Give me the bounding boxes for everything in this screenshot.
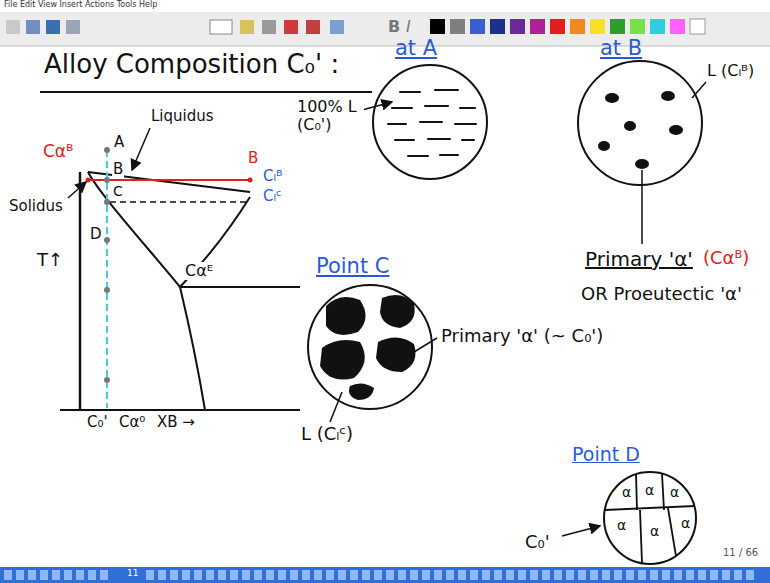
microstructure-circle: Point C: [300, 255, 440, 415]
circle-heading: at B: [600, 37, 642, 60]
page-tab: 11: [124, 569, 141, 579]
callout-text: L (Cₗᶜ): [300, 424, 354, 444]
composition-label: Cαᴮ: [42, 142, 74, 161]
callout-text: OR Proeutectic 'α': [580, 284, 743, 304]
circle-heading: Point D: [572, 444, 640, 465]
axis-label: XB →: [156, 414, 196, 431]
curve-label: Solidus: [8, 198, 64, 215]
composition-label: Cₗᶜ: [262, 188, 283, 205]
tie-line-label: B: [247, 150, 259, 167]
bold-button: B: [388, 18, 400, 36]
circle-outline: [572, 452, 707, 566]
point-label: D: [89, 226, 103, 243]
axis-label: T↑: [36, 250, 64, 270]
callout-text: (Cαᴮ): [702, 248, 750, 268]
page-number: 11 / 66: [722, 547, 759, 558]
circle-heading: at A: [395, 37, 437, 60]
slide-title: Alloy Composition C₀' :: [44, 50, 339, 79]
callout-text: Primary 'α': [584, 248, 694, 270]
grain-label: α: [616, 518, 627, 533]
composition-label: Cαᴱ: [184, 262, 214, 280]
curve-label: Liquidus: [150, 108, 215, 125]
microstructure-circle: at B: [570, 35, 710, 190]
grain-label: α: [621, 485, 632, 500]
grain-label: α: [680, 516, 691, 531]
italic-button: I: [406, 18, 411, 36]
composition-label: Cₗᴮ: [262, 168, 283, 185]
callout-text: Primary 'α' (~ C₀'): [440, 326, 604, 346]
microstructure-circle: Point D: [572, 452, 707, 566]
grain-label: α: [649, 524, 660, 539]
menu-bar: File Edit View Insert Actions Tools Help: [4, 1, 157, 10]
grain-label: α: [669, 485, 680, 500]
circle-heading: Point C: [316, 255, 389, 278]
callout-text: L (Cₗᴮ): [706, 62, 760, 80]
callout-text: 100% L (C₀'): [296, 98, 364, 133]
grain-label: α: [644, 483, 655, 498]
point-label: A: [113, 134, 125, 151]
axis-tick-label: Cα⁰: [118, 414, 146, 431]
point-label: B: [112, 161, 124, 178]
circle-outline: [300, 255, 440, 415]
point-label: C: [112, 184, 124, 199]
axis-tick-label: C₀': [86, 414, 109, 431]
callout-text: C₀': [524, 532, 551, 552]
microstructure-circle: at A: [365, 35, 495, 185]
